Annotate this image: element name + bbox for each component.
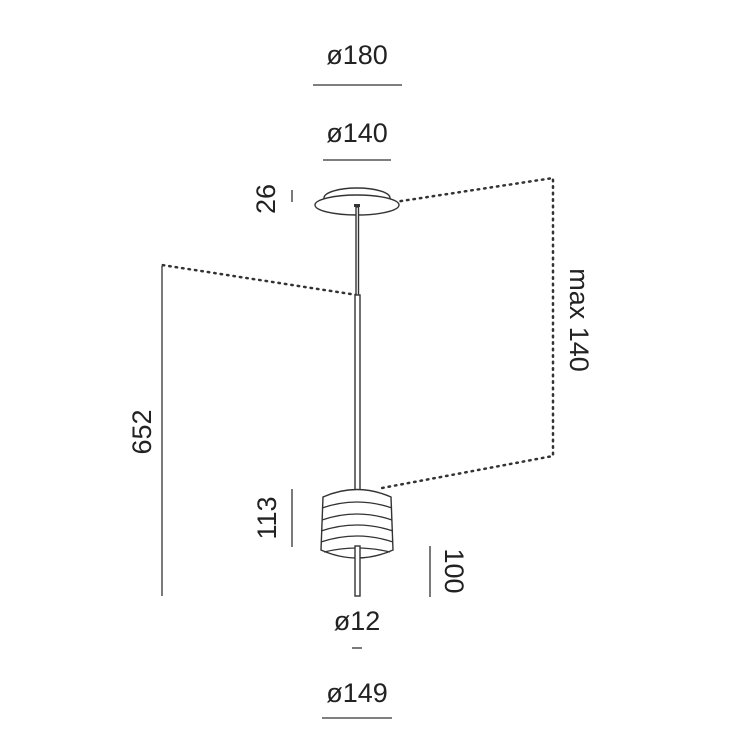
shade-diameter-label: ø149 (326, 678, 388, 708)
canopy (314, 187, 400, 216)
suspension-rod (354, 206, 361, 493)
lamp-shade (320, 488, 394, 597)
max-cable-dotted-leader (360, 176, 555, 490)
rod-length-label: 100 (439, 548, 469, 593)
canopy-inner-diameter-label: ø140 (326, 118, 388, 148)
overall-height-label: 652 (127, 409, 157, 454)
overall-height-dotted-leader (160, 263, 359, 297)
rod-diameter-label: ø12 (334, 606, 381, 636)
max-cable-length-label: max 140 (564, 268, 594, 372)
shade-height-label: 113 (252, 496, 282, 539)
canopy-height-label: 26 (251, 184, 281, 214)
canopy-outer-diameter-label: ø180 (326, 40, 388, 70)
